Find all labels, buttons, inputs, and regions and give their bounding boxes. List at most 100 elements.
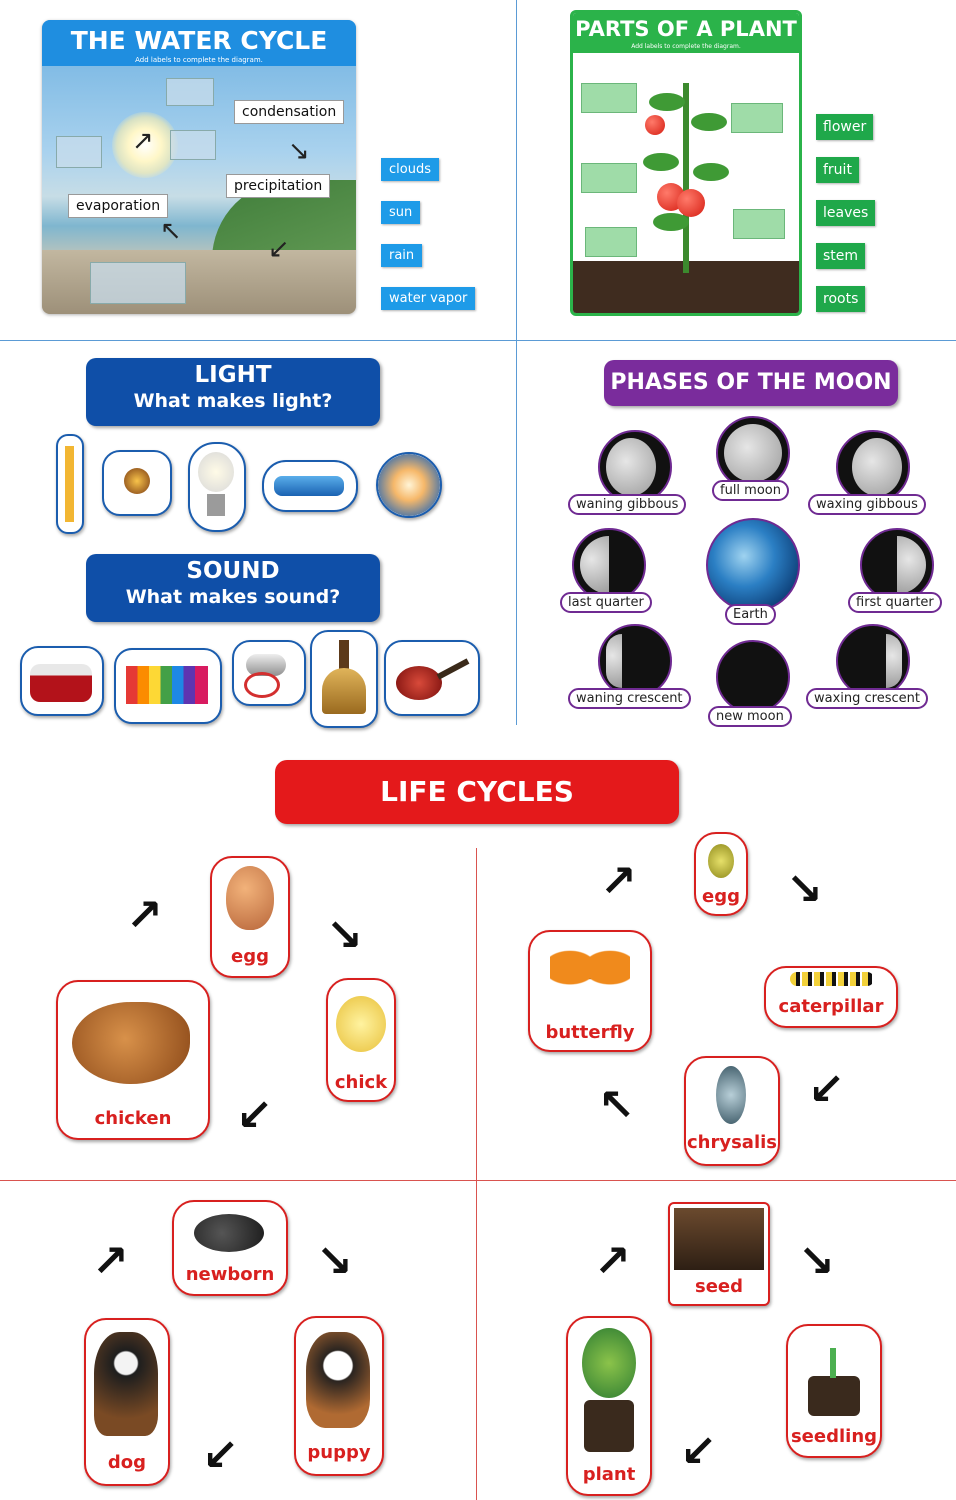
chip-flower[interactable]: flower [816, 114, 874, 140]
bell-card[interactable] [310, 630, 378, 728]
moon-label-new: new moon [708, 706, 792, 727]
leaf-image [653, 213, 689, 231]
cycle-arrow-icon: ↙ [268, 234, 290, 264]
chip-sun[interactable]: sun [381, 201, 421, 224]
divider-horizontal-top [0, 340, 956, 341]
earth-image[interactable] [706, 518, 800, 612]
tomato-image [677, 189, 705, 217]
dog-image [94, 1332, 158, 1436]
chip-leaves[interactable]: leaves [816, 200, 876, 226]
card-caterpillar[interactable]: caterpillar [764, 966, 898, 1028]
label-condensation: condensation [234, 100, 345, 124]
sound-question: What makes sound? [125, 586, 341, 608]
moon-new[interactable] [716, 640, 790, 714]
blank-label-slot [733, 209, 785, 239]
moon-waxing-crescent[interactable] [836, 624, 910, 698]
cycle-arrow-icon: ↖ [160, 216, 182, 246]
card-seedling[interactable]: seedling [786, 1324, 882, 1458]
cycle-arrow-icon: ↗ [600, 856, 637, 907]
card-newborn[interactable]: newborn [172, 1200, 288, 1296]
moon-waning-gibbous[interactable] [598, 430, 672, 504]
moon-waxing-gibbous-icon [852, 438, 902, 496]
moon-first-quarter[interactable] [860, 528, 934, 602]
cycle-arrow-icon: ↗ [132, 126, 154, 156]
label-dog: dog [107, 1452, 147, 1473]
plant-subtitle: Add labels to complete the diagram. [631, 43, 741, 50]
bell-handle-icon [339, 640, 349, 670]
cycle-arrow-icon: ↙ [202, 1430, 239, 1481]
puppy-image [306, 1332, 370, 1428]
sun-image [112, 112, 178, 178]
card-plant[interactable]: plant [566, 1316, 652, 1496]
label-plant: plant [582, 1464, 636, 1485]
label-seed: seed [694, 1276, 743, 1297]
moon-full[interactable] [716, 416, 790, 490]
cycle-arrow-icon: ↘ [288, 136, 310, 166]
card-chrysalis[interactable]: chrysalis [684, 1056, 780, 1166]
card-dog[interactable]: dog [84, 1318, 170, 1486]
moon-last-quarter[interactable] [572, 528, 646, 602]
card-butterfly-egg[interactable]: egg [694, 832, 748, 916]
plant-title-band [573, 13, 799, 53]
chip-fruit[interactable]: fruit [816, 157, 859, 183]
divider-horizontal-life [0, 1180, 956, 1181]
label-chicken-egg: egg [231, 946, 269, 967]
light-question: What makes light? [133, 390, 333, 412]
card-seed[interactable]: seed [668, 1202, 770, 1306]
moon-last-quarter-icon [580, 536, 609, 594]
butterfly-image [550, 942, 630, 1006]
pencil-icon [65, 446, 74, 522]
cycle-arrow-icon: ↙ [236, 1090, 273, 1141]
firefly-card[interactable] [102, 450, 172, 516]
xylophone-card[interactable] [114, 648, 222, 724]
firefly-icon [124, 468, 150, 494]
moon-waxing-crescent-icon [886, 634, 902, 688]
blank-label-slot [90, 262, 186, 304]
flashlight-icon [274, 476, 344, 496]
moon-waning-crescent-icon [606, 634, 622, 688]
chip-clouds[interactable]: clouds [381, 158, 439, 181]
card-puppy[interactable]: puppy [294, 1316, 384, 1476]
chip-roots[interactable]: roots [816, 286, 866, 312]
label-precipitation: precipitation [226, 174, 331, 198]
card-chicken[interactable]: chicken [56, 980, 210, 1140]
water-cycle-poster: THE WATER CYCLE Add labels to complete t… [42, 20, 356, 314]
divider-vertical-life-lower [476, 1180, 477, 1500]
life-cycles-header: LIFE CYCLES [275, 760, 679, 824]
guitar-neck-icon [436, 658, 470, 680]
plant-pot-image [584, 1400, 634, 1452]
chip-water-vapor[interactable]: water vapor [381, 287, 476, 310]
label-caterpillar: caterpillar [778, 996, 884, 1017]
card-chick[interactable]: chick [326, 978, 396, 1102]
pencil-card[interactable] [56, 434, 84, 534]
sun-card[interactable] [376, 452, 442, 518]
tomato-image [645, 115, 665, 135]
lightbulb-card[interactable] [188, 442, 246, 532]
leaf-image [693, 163, 729, 181]
cycle-arrow-icon: ↗ [92, 1236, 129, 1287]
moon-label-waxing-crescent: waxing crescent [806, 688, 928, 709]
plant-leaves-image [582, 1328, 636, 1398]
chip-rain[interactable]: rain [381, 244, 423, 267]
moon-waning-gibbous-icon [606, 438, 656, 496]
label-evaporation: evaporation [68, 194, 169, 218]
moon-waning-crescent[interactable] [598, 624, 672, 698]
moon-waxing-gibbous[interactable] [836, 430, 910, 504]
flashlight-card[interactable] [262, 460, 358, 512]
moon-header: PHASES OF THE MOON [604, 360, 898, 406]
moon-full-icon [724, 424, 782, 482]
card-chicken-egg[interactable]: egg [210, 856, 290, 978]
chip-stem[interactable]: stem [816, 243, 866, 269]
label-seedling: seedling [790, 1426, 878, 1447]
blank-label-slot [585, 227, 637, 257]
cycle-arrow-icon: ↖ [598, 1080, 635, 1131]
light-title: LIGHT [194, 362, 272, 388]
whistle-card[interactable] [232, 640, 306, 706]
lightbulb-icon [198, 452, 234, 492]
cycle-arrow-icon: ↘ [798, 1236, 835, 1287]
divider-vertical-middle [516, 340, 517, 725]
card-butterfly[interactable]: butterfly [528, 930, 652, 1052]
label-butterfly: butterfly [545, 1022, 635, 1043]
guitar-card[interactable] [384, 640, 480, 716]
drum-card[interactable] [20, 646, 104, 716]
